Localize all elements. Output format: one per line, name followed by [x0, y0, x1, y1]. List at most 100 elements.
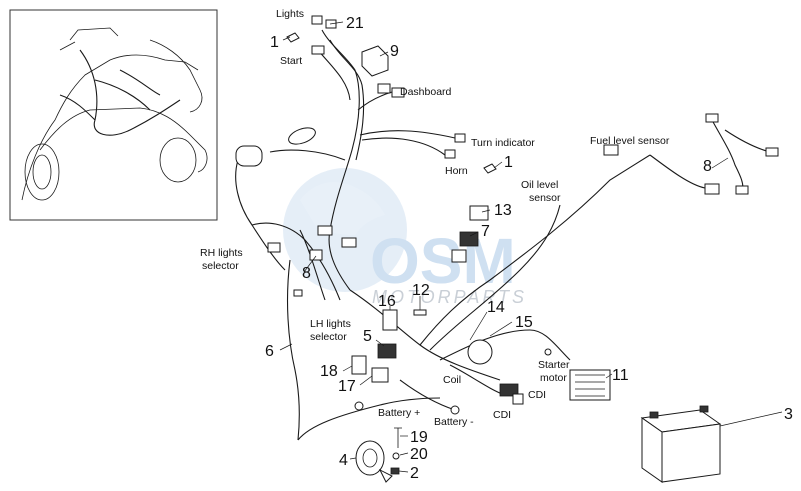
harness-battery-lead: [297, 397, 441, 441]
screw-18: [394, 427, 402, 448]
start-connector: [311, 45, 325, 55]
sub-harness-8-connector-2: [765, 147, 779, 157]
label-cdi-lower: CDI: [493, 409, 511, 421]
relay-6-connector: [451, 249, 467, 263]
callout-16: 17: [338, 378, 356, 395]
leader-17: [342, 365, 353, 372]
inset-body-outline: [21, 54, 199, 201]
battery-terminal-2: [699, 405, 709, 413]
relay-9: [361, 45, 389, 77]
leader-19: [399, 452, 409, 456]
osm-watermark: OSM MOTORPARTS: [283, 168, 524, 307]
sub-harness-8-wire-1: [711, 119, 744, 193]
fuse-holder-15: [382, 309, 398, 331]
relay-6: [459, 231, 479, 247]
callout-4: 5: [363, 328, 372, 345]
connector-center-1: [317, 225, 333, 236]
callout-5: 6: [265, 343, 274, 360]
leader-3: [349, 457, 357, 460]
harness-branch-turn-indicator: [359, 130, 456, 139]
connector-7: [309, 249, 323, 261]
label-oil-level-sensor-line-1: Oil level: [521, 179, 558, 191]
battery-terminal-1: [649, 411, 659, 419]
relay-4: [377, 343, 397, 359]
callout-numbers: 21 1 9 1 8 13 7 8 12 16 5 18 17 14 15 6 …: [265, 15, 793, 482]
harness-fuel-sensor-tail: [649, 154, 706, 189]
horn-connector: [444, 149, 456, 159]
fuse-11: [413, 309, 427, 316]
battery-2: [640, 405, 722, 483]
bracket-17: [351, 355, 367, 375]
inset-harness: [59, 49, 181, 136]
label-oil-level-sensor-line-2: sensor: [529, 192, 561, 204]
label-start: Start: [280, 55, 302, 67]
label-lights: Lights: [276, 8, 304, 20]
label-cdi-upper: CDI: [528, 389, 546, 401]
leader-10: [605, 373, 613, 379]
leader-16: [359, 375, 373, 386]
starter-terminal: [544, 348, 552, 356]
bulb-1-top: [286, 32, 300, 43]
callout-1-top: 1: [270, 34, 279, 51]
ignition-switch-body: [235, 145, 263, 167]
components: [235, 15, 722, 483]
callout-21: 21: [346, 15, 364, 32]
battery-minus-terminal: [450, 405, 460, 415]
ignition-key: [288, 127, 316, 145]
callout-13: 14: [487, 299, 505, 316]
connector-rh-1: [267, 242, 281, 253]
harness-to-starter: [439, 329, 571, 361]
regulator-fins: [575, 374, 605, 397]
callout-15: 16: [378, 293, 396, 310]
callout-17: 18: [320, 363, 338, 380]
sub-harness-8-wire-2: [724, 129, 771, 153]
harness-to-oil-sensor: [429, 204, 561, 351]
watermark-globe-continent: [300, 182, 385, 235]
leader-12: [481, 209, 491, 213]
dashboard-connector-2: [391, 87, 405, 98]
scooter-inset: [9, 9, 218, 221]
inset-rear-wheel: [159, 137, 197, 183]
leader-2: [719, 411, 783, 427]
cdi-connector: [499, 383, 519, 397]
callout-18: 19: [410, 429, 428, 446]
leader-4: [375, 339, 385, 347]
sub-harness-8-connector-1: [705, 113, 719, 123]
leader-21: [329, 21, 344, 25]
callout-8: 8: [703, 158, 712, 175]
main-harness: [235, 29, 706, 441]
label-rh-lights-selector-line-2: selector: [202, 260, 239, 272]
coil: [467, 339, 493, 365]
harness-left-loop: [235, 159, 286, 271]
callout-12: 13: [494, 202, 512, 219]
horn-3: [355, 440, 393, 483]
label-starter-motor-line-2: motor: [540, 372, 567, 384]
harness-to-fuel-sensor: [419, 154, 651, 346]
leader-1-right: [493, 161, 503, 169]
leader-9: [379, 51, 389, 57]
callout-3: 4: [339, 452, 348, 469]
leader-6: [469, 231, 479, 237]
label-coil: Coil: [443, 374, 461, 386]
leader-7: [303, 255, 317, 273]
lights-connector-1: [311, 15, 323, 25]
harness-trunk: [321, 29, 360, 291]
sub-harness-8: [705, 113, 779, 195]
harness-lh-branch: [299, 229, 326, 301]
callout-1-right: 1: [504, 154, 513, 171]
harness-branch-ignition: [269, 149, 346, 161]
relay-12: [469, 205, 489, 221]
label-battery-minus: Battery -: [434, 416, 474, 428]
holder-16: [371, 367, 389, 383]
cdi-plug: [512, 393, 524, 405]
bulb-1-right: [483, 163, 497, 174]
fuel-sensor-connector-2: [704, 183, 720, 195]
callout-7: 8: [302, 265, 311, 282]
cable-5-clip: [293, 289, 303, 297]
callout-19: 20: [410, 446, 428, 463]
inset-floor-outline: [39, 107, 208, 173]
label-dashboard: Dashboard: [400, 86, 452, 98]
inset-seat-outline: [149, 39, 203, 113]
